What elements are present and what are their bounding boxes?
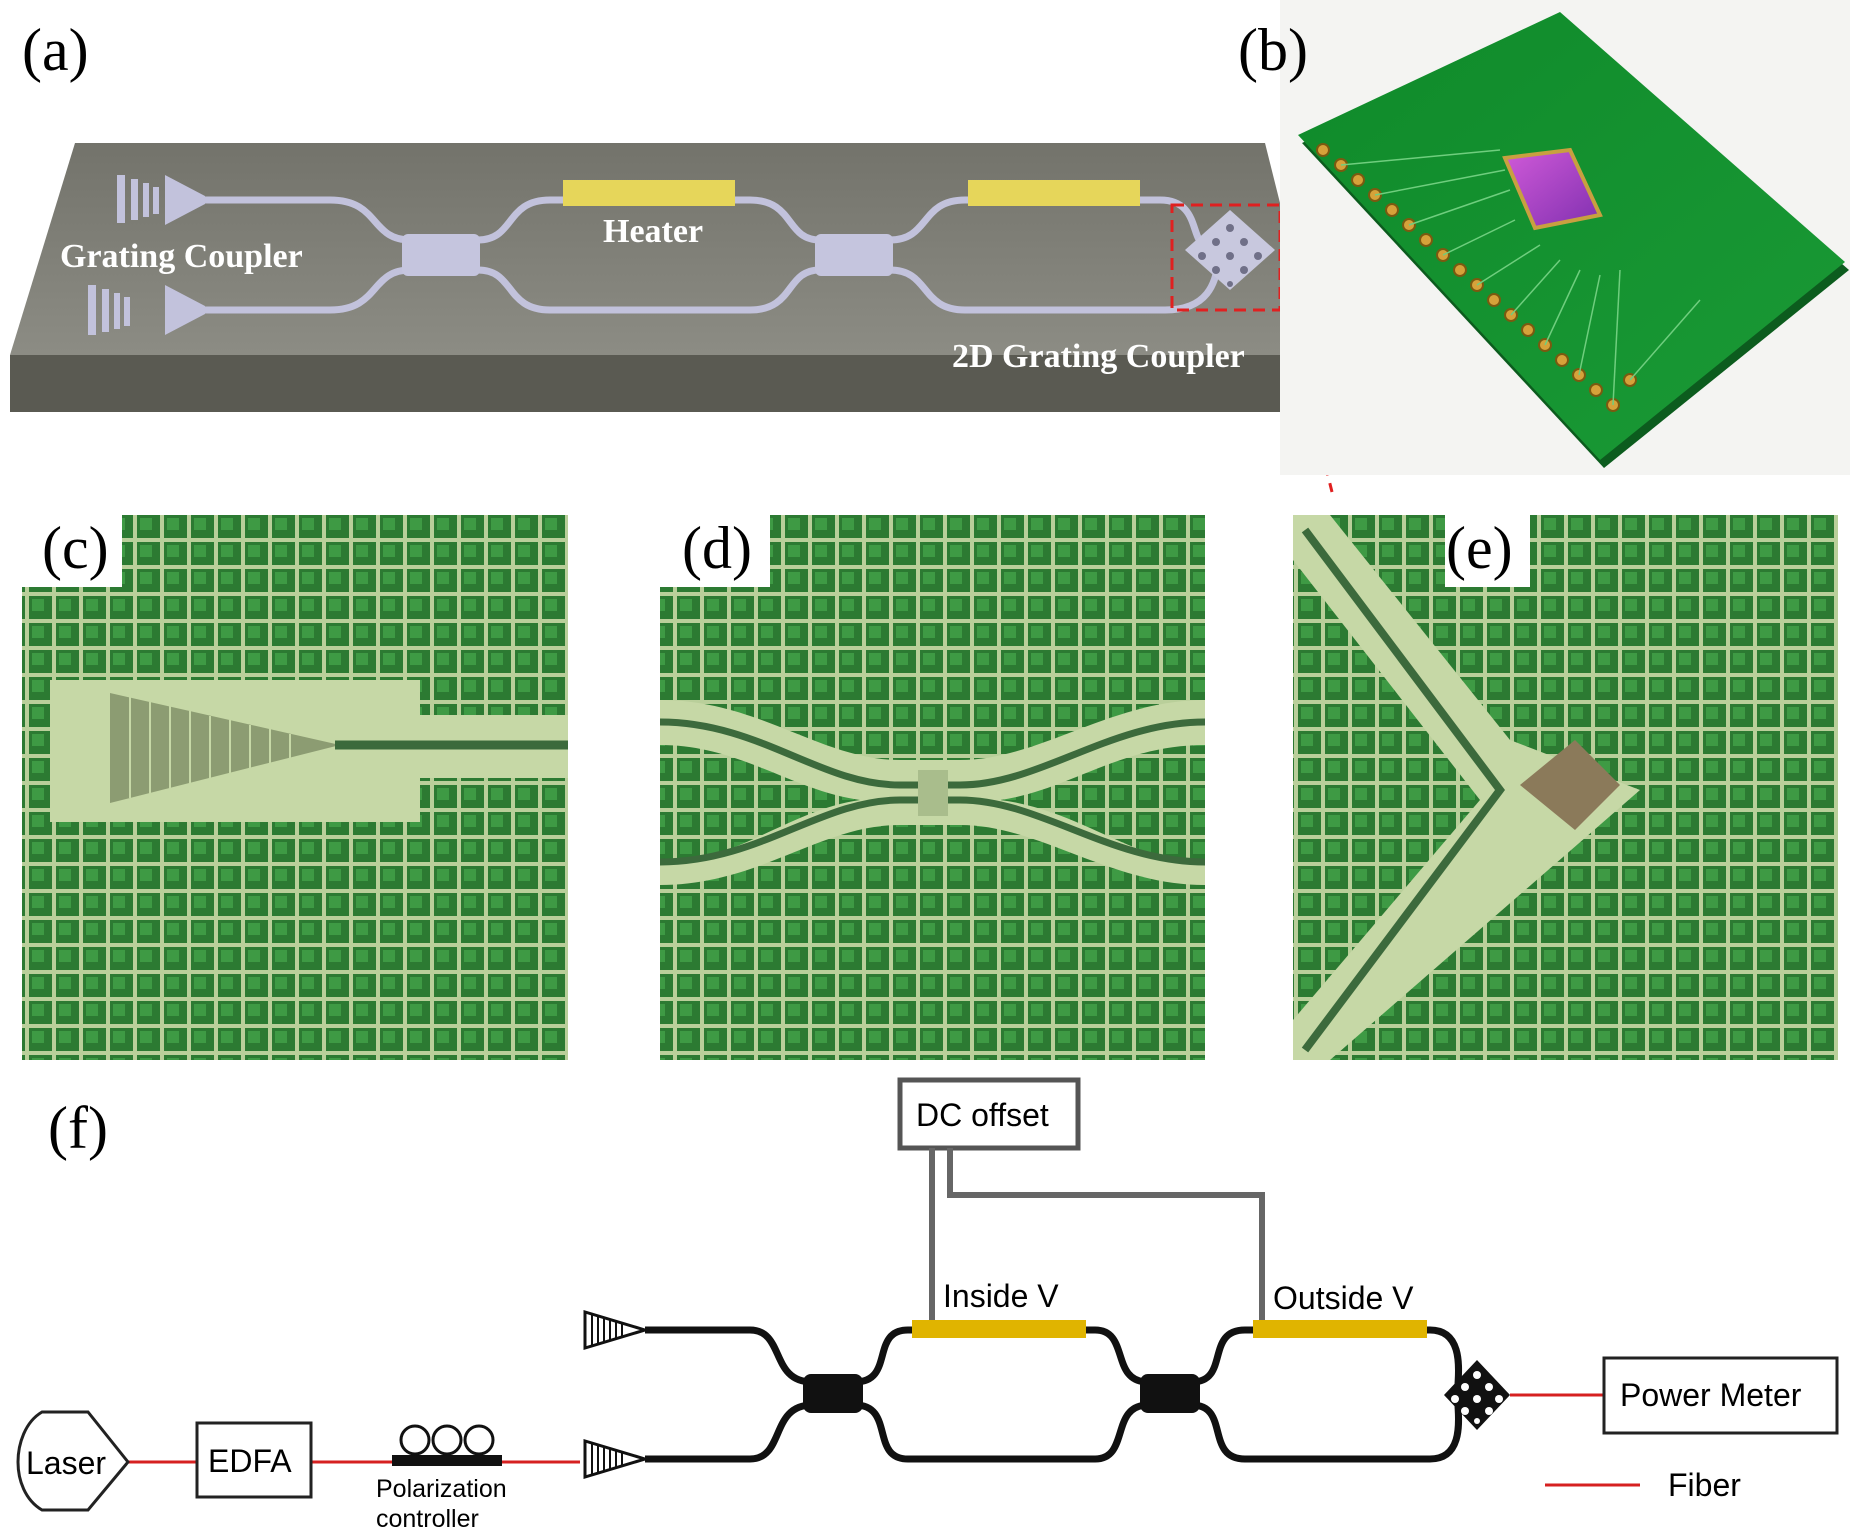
panel-label-a: (a) (22, 17, 89, 83)
chip-substrate-side (10, 355, 1318, 412)
heater-inside (912, 1320, 1086, 1338)
micrograph-d (659, 515, 1206, 1060)
mzi-waveguides (645, 1326, 1463, 1463)
dc-offset-box (897, 1077, 1081, 1151)
power-meter-box (1602, 1356, 1839, 1435)
polarization-label-1: Polarization (376, 1475, 507, 1503)
heater-2 (968, 180, 1140, 206)
label-grating-coupler: Grating Coupler (60, 238, 303, 275)
pcb-board (1298, 12, 1849, 468)
pcb-traces (1340, 149, 1701, 406)
chip-waveguides (205, 196, 1222, 314)
power-meter-label: Power Meter (1620, 1377, 1802, 1413)
grating-2d-holes (1198, 224, 1262, 287)
coupler-1 (402, 234, 480, 276)
heater-outside (1253, 1320, 1427, 1338)
chip-3d-render: Grating Coupler Heater 2D Grating Couple… (10, 143, 1334, 493)
dc-wires (929, 1148, 1265, 1322)
chip-die (1502, 147, 1603, 231)
inside-v-label: Inside V (943, 1278, 1059, 1314)
mzi-coupler-2 (1140, 1374, 1200, 1413)
grating-square-e (1520, 740, 1620, 830)
heater-1 (563, 180, 735, 206)
grating-fan-bottom (583, 1438, 651, 1480)
panel-label-c: (c) (42, 515, 109, 581)
laser-label: Laser (26, 1445, 106, 1481)
fiber-legend-label: Fiber (1668, 1467, 1741, 1503)
grating-fan-top (583, 1309, 651, 1351)
panel-label-f: (f) (48, 1095, 108, 1161)
coupler-2 (815, 234, 893, 276)
grating-2d-coupler (1185, 210, 1275, 290)
micrograph-c (22, 515, 568, 1060)
dc-offset-label: DC offset (916, 1097, 1049, 1133)
panel-label-d: (d) (682, 515, 752, 581)
edfa-box (195, 1421, 313, 1499)
grating-coupler-bottom (88, 285, 205, 335)
edfa-label: EDFA (208, 1443, 292, 1479)
label-heater: Heater (603, 213, 703, 250)
fiber-lines (128, 1393, 1640, 1487)
outside-v-label: Outside V (1273, 1280, 1414, 1316)
grating-2d-schematic (1444, 1360, 1510, 1430)
panel-label-b: (b) (1238, 17, 1308, 83)
panel-label-e: (e) (1446, 515, 1513, 581)
laser-box (16, 1410, 130, 1512)
pcb-pads (1316, 143, 1637, 412)
waveguide-region-e (1293, 515, 1640, 1060)
grating-fan-c (110, 693, 340, 803)
grating-coupler-top (117, 175, 205, 225)
label-2d-grating-coupler: 2D Grating Coupler (952, 338, 1245, 375)
micrograph-e (1293, 515, 1838, 1060)
polarization-label-2: controller (376, 1505, 479, 1529)
mzi-coupler-1 (803, 1374, 863, 1413)
polarization-controller (392, 1424, 502, 1466)
